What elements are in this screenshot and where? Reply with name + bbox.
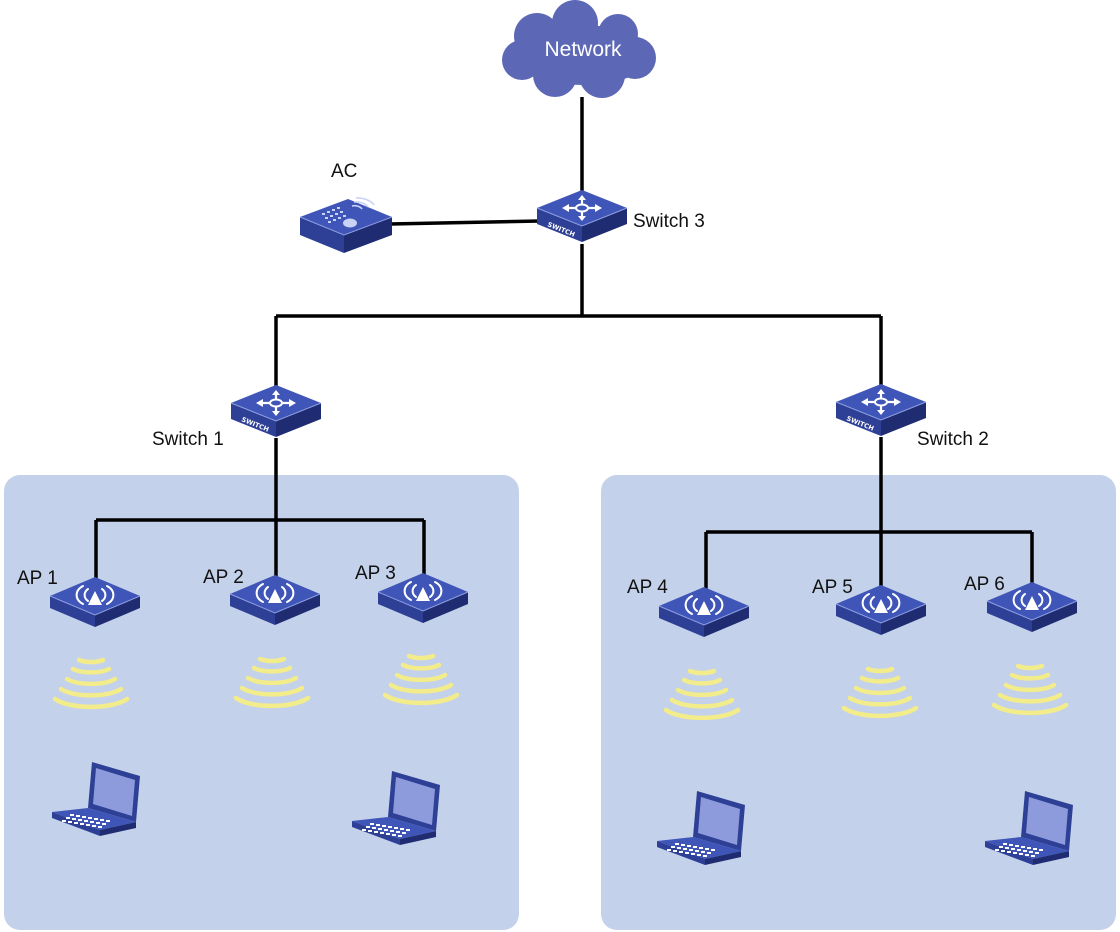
ap-3-label: AP 3: [355, 563, 396, 584]
ac-label: AC: [331, 161, 357, 182]
cloud-icon: [502, 0, 656, 98]
ap-4-label: AP 4: [627, 577, 668, 598]
network-links: [94, 97, 1034, 590]
switch-3-icon: SWITCH: [535, 188, 629, 244]
cloud-label: Network: [544, 38, 622, 61]
switch-1-label: Switch 1: [152, 429, 224, 450]
ap-6-label: AP 6: [964, 574, 1005, 595]
switch-1-icon: SWITCH: [229, 383, 323, 439]
ap-1-label: AP 1: [17, 568, 58, 589]
ap-2-label: AP 2: [203, 567, 244, 588]
ap-5-label: AP 5: [812, 577, 853, 598]
switch-3-label: Switch 3: [633, 211, 705, 232]
switch-2-label: Switch 2: [917, 429, 989, 450]
switch-2-icon: SWITCH: [834, 382, 928, 438]
access-controller-icon: [299, 197, 393, 253]
